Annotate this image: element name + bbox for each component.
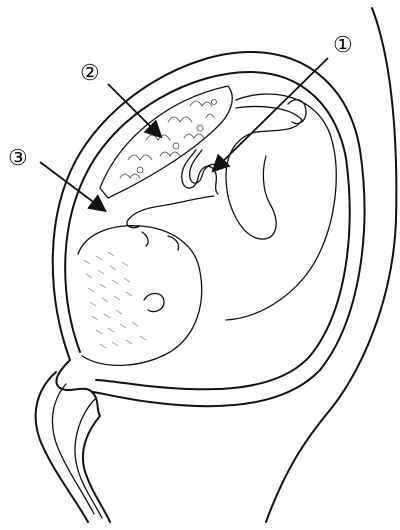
- label-1: ①: [333, 33, 353, 58]
- fetus-back: [226, 94, 336, 320]
- label-3: ③: [8, 146, 28, 171]
- umbilical-cord: [182, 150, 218, 194]
- fetus-nose: [142, 232, 148, 246]
- placenta: [100, 86, 232, 198]
- fetus-head: [78, 226, 202, 366]
- fetus-hair: [84, 252, 146, 348]
- uterine-wall-outer: [53, 52, 365, 406]
- label-2: ②: [80, 61, 100, 86]
- fetus-arm: [127, 196, 214, 228]
- birth-canal-outer: [36, 372, 88, 522]
- amniotic-sac-wall: [65, 72, 349, 389]
- fetus-ear: [144, 293, 164, 311]
- birth-canal-inner: [83, 416, 110, 522]
- fetus-leg: [226, 107, 302, 240]
